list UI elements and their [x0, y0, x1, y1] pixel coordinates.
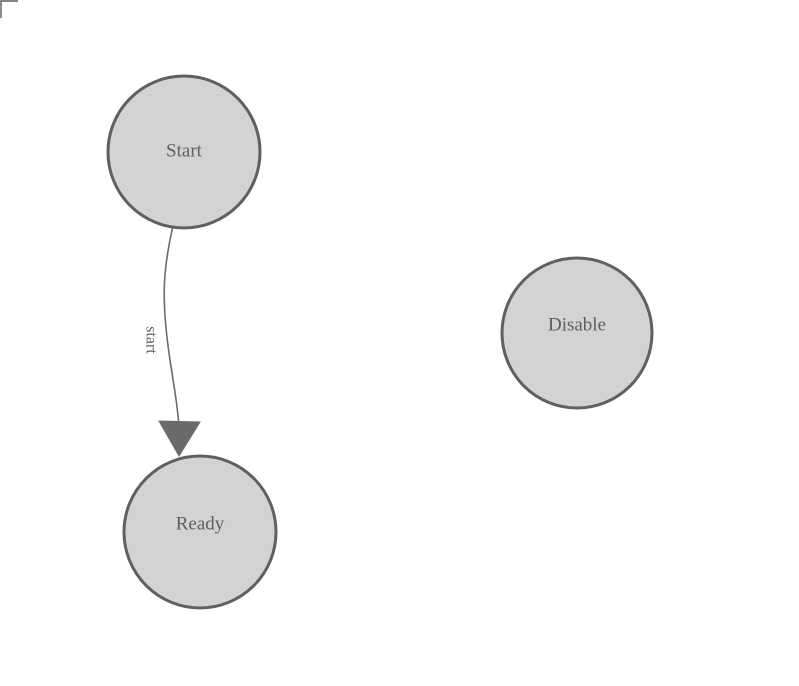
node-disable-label: Disable	[548, 315, 606, 336]
top-left-corner-mark-icon	[0, 0, 18, 18]
node-disable[interactable]: Disable	[500, 256, 654, 410]
arrowhead-icon	[158, 420, 201, 457]
edge-label-start: start	[143, 326, 160, 354]
edge-path	[163, 227, 180, 429]
node-disable-circle	[500, 256, 654, 410]
node-start-circle	[106, 74, 262, 230]
node-ready-circle	[122, 454, 278, 610]
edge-start-to-ready[interactable]: start	[143, 227, 201, 457]
node-start-label: Start	[166, 141, 203, 162]
node-ready[interactable]: Ready	[122, 454, 278, 610]
node-ready-label: Ready	[176, 514, 225, 535]
node-start[interactable]: Start	[106, 74, 262, 230]
